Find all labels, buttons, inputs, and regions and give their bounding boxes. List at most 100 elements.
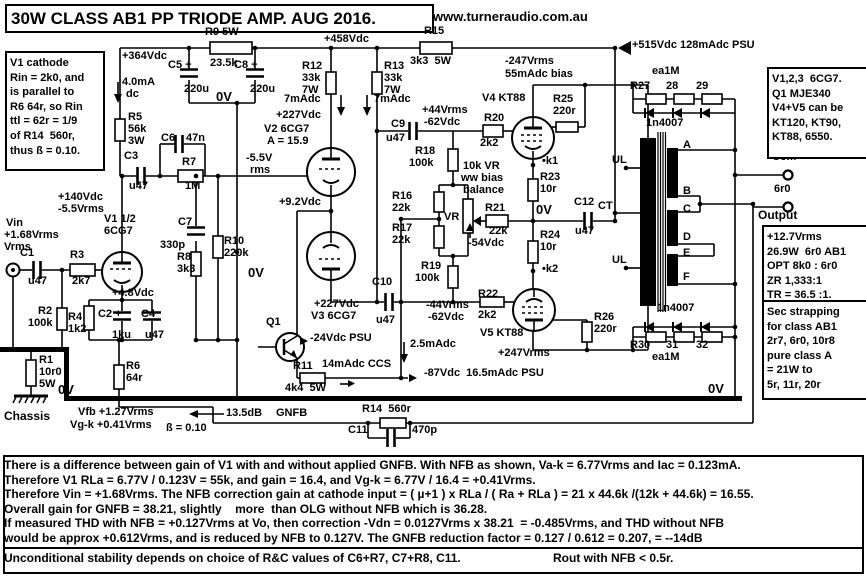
schematic-label: 470p [412,424,438,436]
current-arrow [114,94,122,103]
note-line: = 21W to [767,364,813,377]
junction-dot [374,45,380,51]
schematic-label: 7mAdc [284,93,321,105]
analysis-line: would be approx +0.612Vrms, and is reduc… [4,531,703,545]
schematic-label: C5 + [168,59,192,71]
current-arrow [400,354,408,363]
transistor-collector [283,335,298,345]
schematic-label: 10r [540,241,557,253]
resistor [701,331,723,343]
schematic-label: R14 560r [362,403,411,415]
schematic-label: ea1M [652,351,680,363]
schematic-label: R2 [38,305,53,317]
schematic-label: Q1 [266,316,281,328]
schematic-label: C7 [178,216,193,228]
schematic-label: D [683,231,691,243]
schematic-label: u47 [376,314,395,326]
junction-dot [59,267,65,273]
current-arrow [337,107,345,116]
schematic-label: R5 [128,111,143,123]
resistor [673,331,695,343]
schematic-label: 220r [553,105,576,117]
schematic-label: 0V [58,382,74,397]
junction-dot [530,162,536,168]
schematic-label: Output [758,208,798,222]
schematic-label: 14mAdc CCS [322,358,392,370]
junction-dot [407,420,413,426]
junction-dot [119,297,125,303]
schematic-label: ea1M [652,65,680,77]
schematic-label: +458Vdc [324,33,369,45]
analysis-line: Therefore Vin = +1.68Vrms. The NFB corre… [4,487,754,502]
schematic-label: -62Vdc [424,116,461,128]
page-title: 30W CLASS AB1 PP TRIODE AMP. AUG 2016. [5,4,434,33]
schematic-label: 100k [409,157,434,169]
ground-bus [64,347,69,401]
junction-dot [234,337,240,343]
schematic-label: VR [444,211,460,223]
schematic-label: 1k2 [68,323,87,335]
schematic-label: C1 [20,247,35,259]
schematic-label: 220u [250,83,276,95]
schematic-label: +140Vdc [58,191,103,203]
schematic-label: 3k3 5W [410,55,451,67]
tube-cathode [524,145,542,150]
schematic-label: 10k VR [463,160,500,172]
schematic-label: 64r [126,372,143,384]
schematic-label: 28 [666,80,679,92]
note-line: 26.9W 6r0 AB1 [767,245,847,258]
schematic-label: R15 [424,25,445,37]
ground-hatch [42,396,47,404]
schematic-label: 2.5mAdc [410,338,456,350]
resistor [482,124,504,138]
schematic-label: V4 KT88 [482,92,526,104]
junction-dot [732,147,738,153]
resistor [447,265,459,289]
analysis-line: If measured THD with NFB = +0.127Vrms at… [4,516,725,531]
resistor [645,331,667,343]
schematic-label: R19 [421,260,442,272]
schematic-label: -5.5V [246,152,273,164]
note-line: pure class A [767,349,833,362]
resistor [433,191,445,213]
schematic-label: 47n [186,132,205,144]
diode [673,322,682,332]
junction-dot [612,218,618,224]
schematic-label: 6CG7 [104,225,133,237]
schematic-label: ww bias [461,172,504,184]
resistor [433,225,445,249]
schematic-label: 7mAdc [374,93,411,105]
resistor [177,169,204,183]
resistor [325,71,337,95]
resistor [462,198,474,234]
junction-dot [186,45,192,51]
resistor [485,214,509,228]
junction-dot [234,249,240,255]
note-line: is parallel to [10,86,75,99]
ground-bus [0,347,68,352]
schematic-label: 31 [666,339,679,351]
resistor [555,121,579,133]
resistor [69,263,96,277]
diode [701,322,710,332]
schematic-label: 220u [184,83,210,95]
schematic-label: +227Vdc [314,298,359,310]
note-line: V1,2,3 6CG7. [772,73,842,85]
junction-dot [215,173,221,179]
schematic-label: 33k [302,72,321,84]
note-line: 2r7, 6r0, 10r8 [767,335,835,348]
schematic-label: 23.5k [210,57,238,69]
schematic-label: dc [126,88,139,100]
junction-dot [612,45,618,51]
note-line: KT88, 6550. [772,131,833,144]
junction-dot [732,281,738,287]
rout-note: Rout with NFB < 0.5r. [553,551,674,565]
schematic-label: -247Vrms [505,55,554,67]
schematic-label: balance [463,184,504,196]
schematic-label: R25 [553,93,574,105]
schematic-label: 33k [384,72,403,84]
schematic-label: R12 [302,60,323,72]
junction-dot [630,347,636,353]
